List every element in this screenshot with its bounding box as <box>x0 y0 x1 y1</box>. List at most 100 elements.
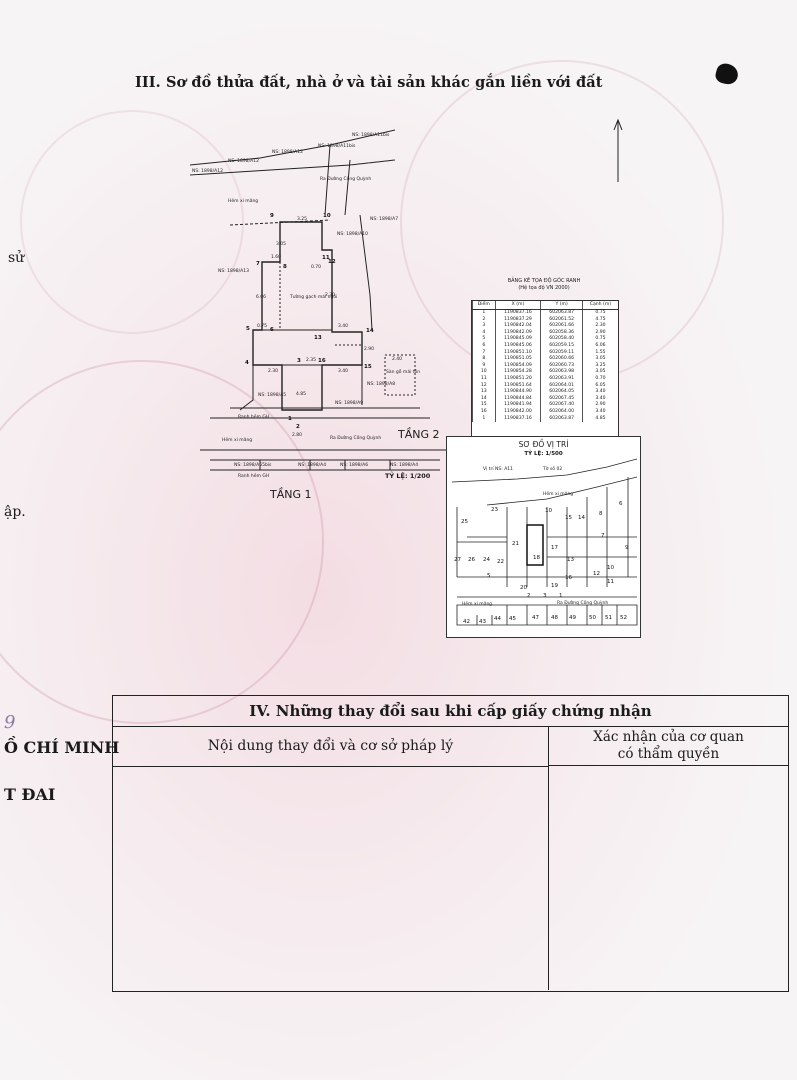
coord-cell: 1190851.20 <box>494 375 541 383</box>
coord-cell: 1190837.16 <box>494 309 541 317</box>
coord-header-cell: Cạnh (m) <box>581 301 618 310</box>
parcel-number: 24 <box>483 557 490 563</box>
coord-cell: 602059.15 <box>540 342 583 350</box>
coord-cell: 3.05 <box>581 356 618 363</box>
label-ns-a10: NS: 1898/A10 <box>337 231 368 237</box>
coord-cell: 5 <box>472 336 496 343</box>
coord-cell: 2.30 <box>581 323 618 330</box>
parcel-number: 27 <box>454 557 461 563</box>
label-ranh-hem: Ranh hẻm GH <box>238 413 269 420</box>
coord-cell: 10 <box>472 369 496 376</box>
coord-cell: 1190844.84 <box>494 395 541 403</box>
parcel-number: 19 <box>551 583 558 589</box>
coord-cell: 1190842.00 <box>494 408 541 416</box>
edge-text-nine: 9 <box>4 712 16 733</box>
coord-cell: 1190842.04 <box>494 323 541 330</box>
label-ns-a9: NS: 1898/A9 <box>335 400 363 406</box>
parcel-number: 6 <box>619 501 623 507</box>
parcel-number: 11 <box>607 579 614 585</box>
coord-cell: 602059.11 <box>540 349 583 357</box>
vertex-2: 2 <box>296 424 300 430</box>
loc-hem: Hẻm xi măng <box>543 490 573 497</box>
dim-label: 6.06 <box>256 294 266 300</box>
vertex-13: 13 <box>314 335 322 341</box>
edge-text-ho-chi-minh: Ồ CHÍ MINH <box>4 738 120 757</box>
parcel-number: 8 <box>599 511 603 517</box>
edge-text-su: sử <box>8 250 25 266</box>
loc-ra-duong: Ra Đường Cống Quỳnh <box>557 599 608 606</box>
dim-label: 2.30 <box>325 292 335 298</box>
vertex-1: 1 <box>288 416 292 422</box>
coord-cell: 3.25 <box>581 362 618 370</box>
location-map-scale: TỶ LỆ: 1/500 <box>524 451 563 457</box>
coord-cell: 602067.45 <box>540 395 583 403</box>
watermark-rosette <box>20 110 244 334</box>
label-ns-a12c: NS: 1898/A12 <box>272 149 303 155</box>
label-ra-duong-top: Ra Đường Cống Quỳnh <box>320 175 371 182</box>
label-ns-a13: NS: 1898/A13 <box>218 268 249 274</box>
coord-cell: 2.90 <box>581 402 618 409</box>
coord-cell: 1190851.10 <box>494 349 541 357</box>
coord-table-title: BẢNG KÊ TỌA ĐỘ GÓC RANH (Hệ tọa độ VN 20… <box>471 278 617 292</box>
coord-cell: 1190841.94 <box>494 402 541 409</box>
vertex-8: 8 <box>283 264 287 270</box>
parcel-number: 49 <box>569 615 576 621</box>
parcel-number: 17 <box>551 545 558 551</box>
coord-cell: 12 <box>472 382 496 390</box>
parcel-plan: NS: 1898/A12 NS: 1898/A12 NS: 1898/A12 N… <box>189 118 623 479</box>
coord-cell: 15 <box>472 402 496 409</box>
label-ns-a11b: NS: 1898/A11bis <box>352 132 390 138</box>
dim-label: 4.85 <box>296 391 306 397</box>
dim-label: 3.25 <box>297 216 307 222</box>
loc-vi-tri: Vị trí NS: A11 <box>483 465 513 472</box>
parcel-number: 47 <box>532 615 539 621</box>
parcel-number: 14 <box>578 515 585 521</box>
coord-cell: 0.70 <box>581 375 618 383</box>
parcel-number: 45 <box>509 616 516 622</box>
parcel-number: 5 <box>487 573 491 579</box>
coord-cell: 1 <box>472 309 496 317</box>
authority-header-line2: có thẩm quyền <box>617 746 720 762</box>
coord-cell: 602058.40 <box>540 336 583 343</box>
dim-label: 0.70 <box>311 264 321 270</box>
dim-label: 0.75 <box>257 323 267 329</box>
edge-text-t-dai: T ĐAI <box>4 785 56 804</box>
parcel-number: 7 <box>601 533 605 539</box>
coord-cell: 602064.01 <box>540 382 583 390</box>
coord-cell: 7 <box>472 349 496 357</box>
loc-to-so: Tờ số 02 <box>542 465 562 472</box>
coord-cell: 602063.91 <box>540 375 583 383</box>
vertex-15: 15 <box>364 364 372 370</box>
coord-cell: 602067.40 <box>540 402 583 409</box>
coord-cell: 1190844.90 <box>494 389 541 396</box>
parcel-number: 9 <box>625 545 629 551</box>
coord-cell: 3 <box>472 323 496 330</box>
coord-cell: 3.40 <box>581 408 618 416</box>
parcel-number: 12 <box>593 571 600 577</box>
parcel-number: 10 <box>545 508 552 514</box>
dim-label: 3.40 <box>338 323 348 329</box>
dim-label: 2.40 <box>392 356 402 362</box>
label-ns-a55bis: NS: 1898/A55bis <box>234 462 272 468</box>
coord-cell: 11 <box>472 375 496 383</box>
label-ns-a8: NS: 1898/A8 <box>367 381 395 387</box>
coord-cell: 4.85 <box>581 415 618 423</box>
coord-cell: 1190845.06 <box>494 342 541 350</box>
parcel-number: 3 <box>543 593 547 599</box>
dim-label: 1.60 <box>271 254 281 260</box>
coord-cell: 16 <box>472 408 496 416</box>
label-ns-a11a: NS: 1898/A11bis <box>318 143 356 149</box>
label-ns-a12b: NS: 1898/A12 <box>228 158 259 164</box>
label-tuong-gach: Tường gạch mái ngói <box>289 293 337 300</box>
coord-cell: 3.05 <box>581 369 618 376</box>
coord-cell: 6.06 <box>581 342 618 350</box>
floor-1-label: TẦNG 1 <box>270 488 312 501</box>
label-ns-a5: NS: 1898/A5 <box>258 392 286 398</box>
